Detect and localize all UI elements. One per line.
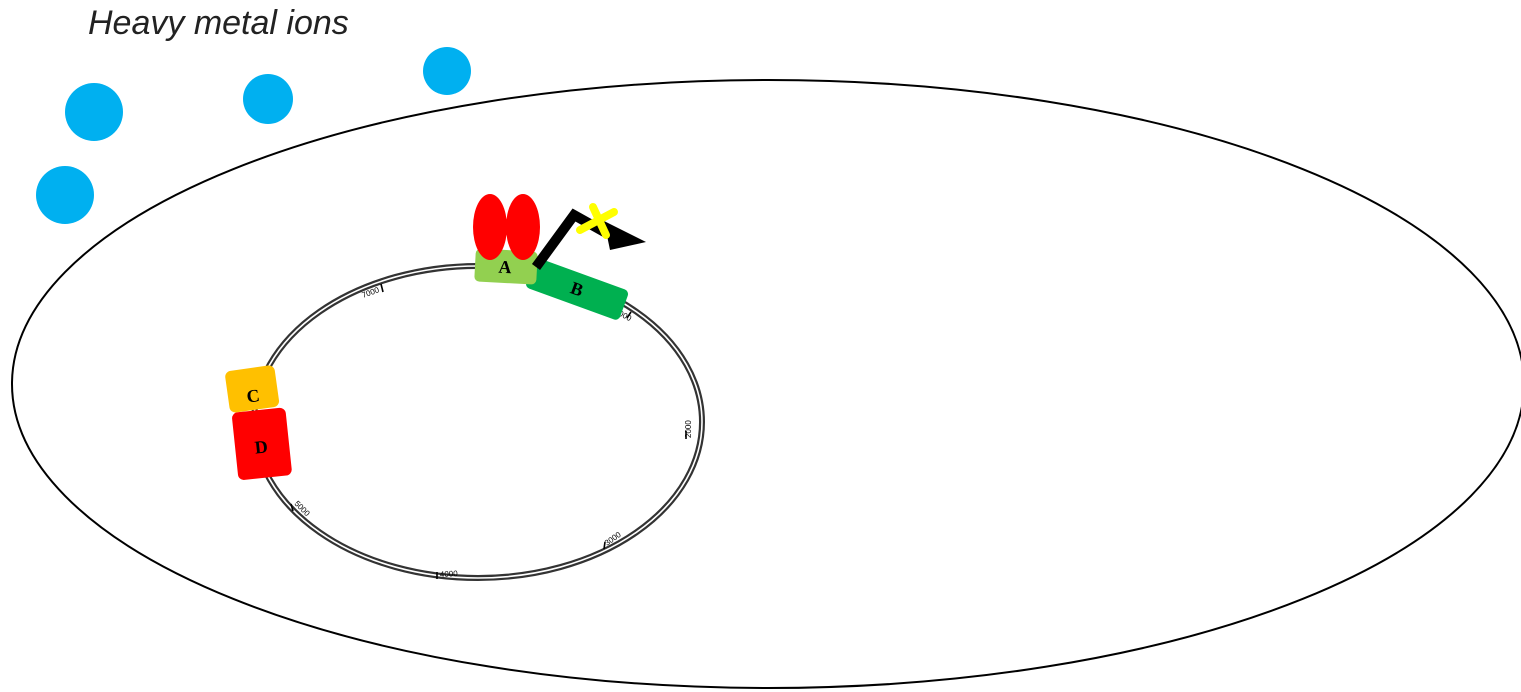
ion-icon [65, 83, 123, 141]
gene-c: C [224, 365, 279, 414]
plasmid [254, 266, 702, 578]
ion-icon [243, 74, 293, 124]
plasmid-ticks [291, 284, 686, 579]
tick-label-4000: 4000 [440, 569, 459, 579]
gene-d-label: D [254, 436, 269, 457]
gene-a-label: A [498, 257, 512, 278]
ion-icon [36, 166, 94, 224]
ion-icon [423, 47, 471, 95]
heavy-metal-ions [36, 47, 471, 224]
gene-c-label: C [245, 385, 261, 407]
tick-label-2000: 2000 [684, 420, 693, 438]
gene-d: D [231, 407, 292, 480]
diagram-title: Heavy metal ions [88, 4, 349, 43]
